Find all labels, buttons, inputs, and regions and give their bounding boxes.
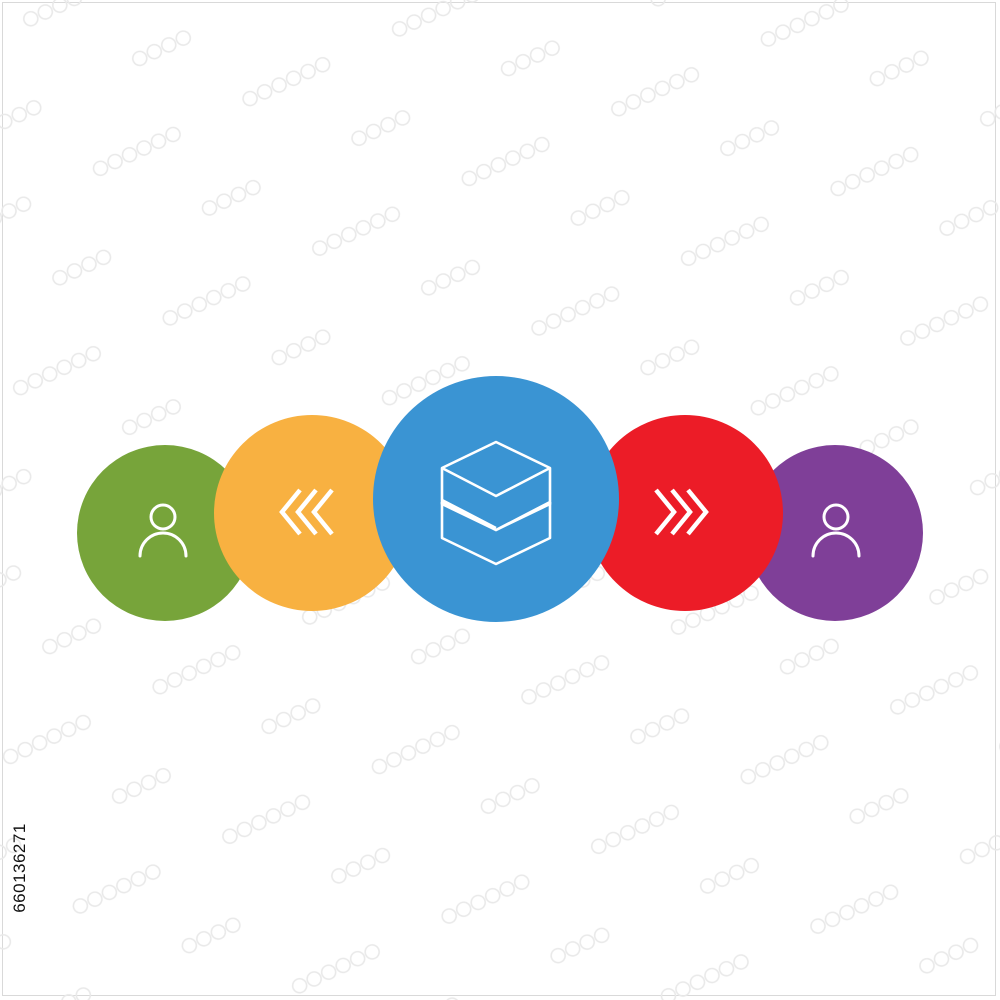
node-right-arrows bbox=[587, 415, 783, 611]
center-layers-circle bbox=[373, 376, 619, 622]
node-left-user bbox=[77, 445, 253, 621]
stock-id-text: 660136271 bbox=[10, 823, 29, 913]
stock-id-label: 660136271 bbox=[10, 768, 30, 968]
layers-box-icon bbox=[440, 440, 552, 566]
user-icon bbox=[138, 503, 188, 558]
node-center-layers bbox=[373, 376, 619, 622]
user-icon bbox=[811, 503, 861, 558]
chevrons-left-icon bbox=[279, 488, 334, 536]
right-arrows-circle bbox=[587, 415, 783, 611]
node-right-user bbox=[747, 445, 923, 621]
chevrons-right-icon bbox=[654, 488, 709, 536]
node-left-arrows bbox=[214, 415, 410, 611]
